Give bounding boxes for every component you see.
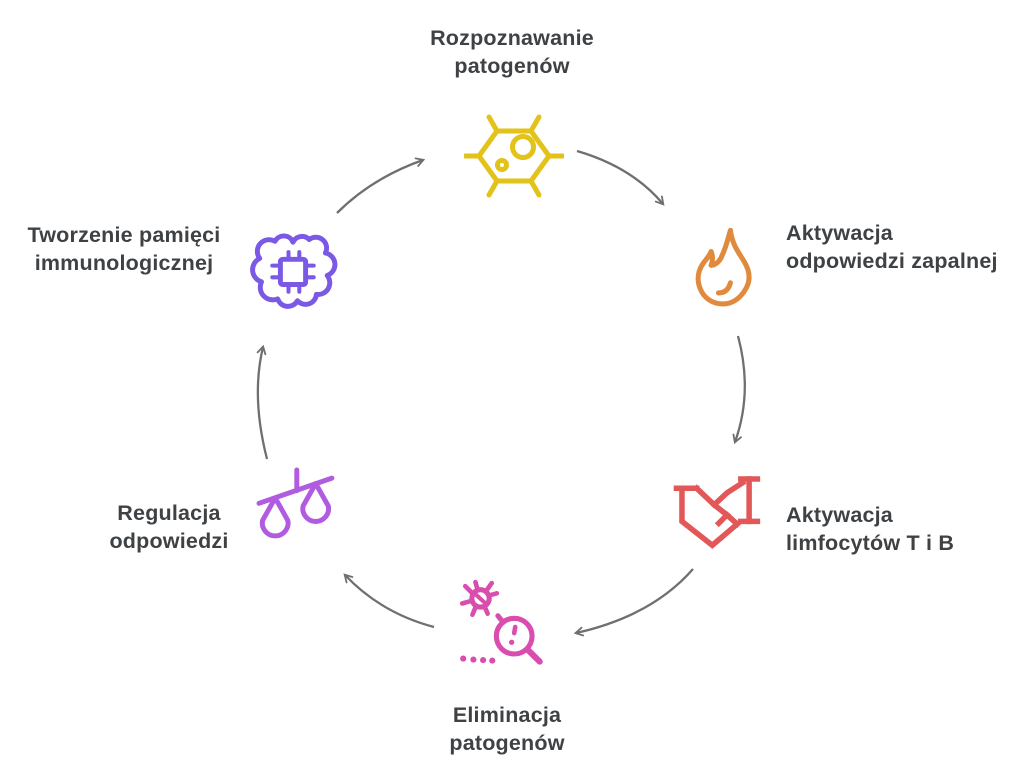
node-label-elimination: Eliminacja patogenów (449, 701, 564, 757)
magnifier-bug-icon (452, 578, 556, 680)
label-line: patogenów (454, 54, 570, 78)
label-line: Eliminacja (452, 703, 562, 727)
arrow-memory-to-recognition (336, 157, 426, 214)
label-line: Aktywacja (786, 221, 893, 245)
node-label-memory: Tworzenie pamięci immunologicznej (28, 221, 221, 277)
brain-chip-icon (248, 226, 338, 316)
balance-scale-icon (250, 460, 340, 552)
label-line: Regulacja (117, 501, 221, 525)
label-line: Tworzenie pamięci (27, 223, 221, 247)
arrow-lymphocytes-to-elimination (573, 568, 694, 637)
node-label-inflammation: Aktywacja odpowiedzi zapalnej (786, 219, 998, 275)
label-line: Aktywacja (786, 503, 893, 527)
label-line: limfocytów T i B (786, 531, 955, 555)
arrow-recognition-to-inflammation (576, 149, 665, 206)
label-line: patogenów (449, 731, 565, 755)
pathogen-cell-icon (464, 104, 564, 204)
node-label-recognition: Rozpoznawanie patogenów (430, 24, 594, 80)
arrow-inflammation-to-lymphocytes (732, 335, 746, 445)
flame-icon (678, 222, 770, 316)
label-line: Rozpoznawanie (430, 26, 594, 50)
arrow-elimination-to-regulation (343, 573, 435, 629)
handshake-icon (668, 468, 764, 560)
label-line: immunologicznej (34, 251, 214, 275)
arrow-regulation-to-memory (256, 344, 269, 460)
node-label-regulation: Regulacja odpowiedzi (109, 499, 228, 555)
label-line: odpowiedzi zapalnej (786, 249, 998, 273)
label-line: odpowiedzi (109, 529, 229, 553)
node-label-lymphocytes: Aktywacja limfocytów T i B (786, 501, 954, 557)
